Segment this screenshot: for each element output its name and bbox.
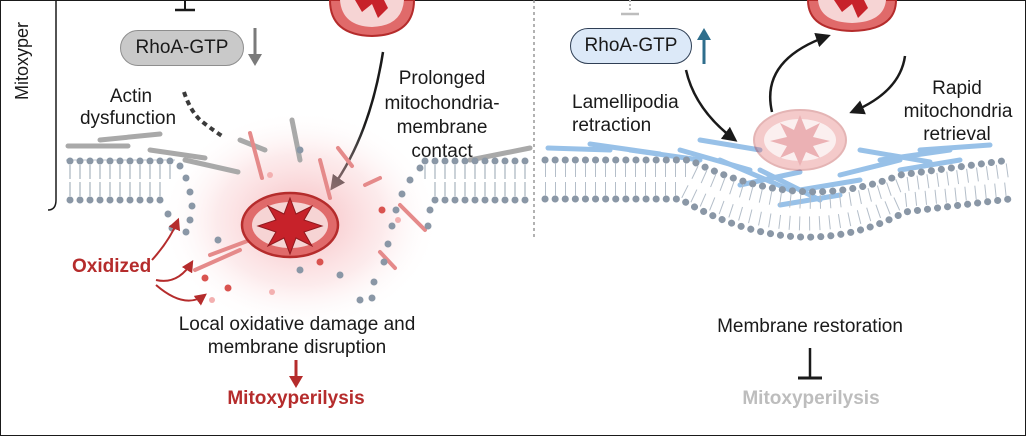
lamellipodia-label-line2: retraction <box>572 115 652 136</box>
rhoa-pill-left: RhoA-GTP <box>120 30 244 66</box>
oxidized-arrow-1 <box>151 217 181 261</box>
inhibition-icon-bottom-right <box>798 348 822 380</box>
retrieval-label-line3: retrieval <box>923 124 991 145</box>
scattered-lipids <box>201 146 401 304</box>
mitochondrion-icon-top-right <box>806 0 898 33</box>
lamellipodia-label-line1: Lamellipodia <box>572 92 679 113</box>
contact-label-line2: mitochondria- <box>384 93 500 114</box>
mitochondrion-icon-right-faded <box>753 109 847 171</box>
contact-label-line4: contact <box>411 141 473 162</box>
retrieval-label-line2: mitochondria <box>903 101 1013 122</box>
side-label: Mitoxyper <box>12 21 32 100</box>
actin-label-line2: dysfunction <box>79 108 177 129</box>
retrieval-arrow-down <box>849 55 907 115</box>
side-bracket <box>47 0 57 211</box>
damage-label-line1: Local oxidative damage and <box>178 314 416 335</box>
restoration-label: Membrane restoration <box>717 316 903 337</box>
up-arrow-icon <box>697 28 711 64</box>
membrane-left <box>66 157 529 302</box>
mitochondrion-icon-top-left <box>328 0 416 38</box>
inhibition-icon-top-right <box>621 0 639 16</box>
actin-filaments-left <box>65 117 533 175</box>
contact-label-line3: membrane <box>396 117 488 138</box>
oxidized-arrow-3 <box>155 284 207 306</box>
membrane-right <box>541 156 1014 241</box>
outcome-label-right: Mitoxyperilysis <box>742 388 880 409</box>
retrieval-arrow-up <box>769 32 831 113</box>
down-arrow-icon <box>248 28 262 66</box>
retrieval-label-line1: Rapid <box>932 78 982 99</box>
actin-dashed-icon <box>182 91 224 138</box>
mitochondrion-icon-left <box>240 191 340 259</box>
outcome-arrow-left <box>289 360 303 388</box>
broken-lipids <box>193 131 427 272</box>
contact-label-line1: Prolonged <box>398 68 486 89</box>
actin-label-line1: Actin <box>109 86 153 107</box>
damage-label-line2: membrane disruption <box>207 337 387 358</box>
oxidized-label: Oxidized <box>72 256 152 277</box>
inhibition-icon-top-left <box>175 0 195 12</box>
oxidized-arrow-2 <box>155 259 194 282</box>
rhoa-pill-right: RhoA-GTP <box>570 28 692 64</box>
retraction-arrow <box>684 69 738 142</box>
outcome-label-left: Mitoxyperilysis <box>227 388 365 409</box>
